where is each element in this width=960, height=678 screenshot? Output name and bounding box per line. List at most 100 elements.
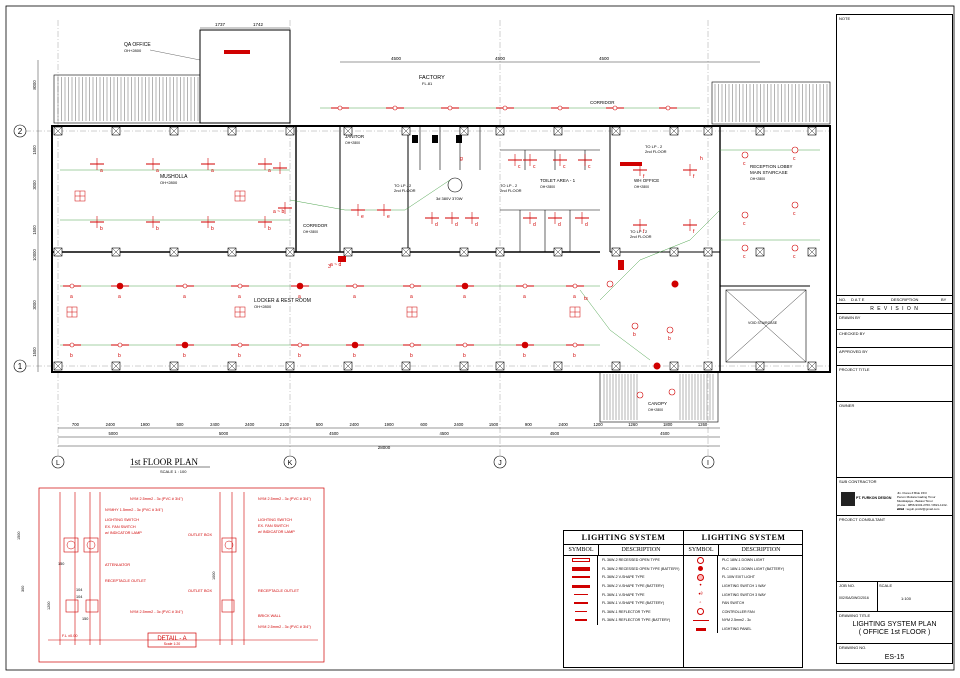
fixture-fl36w-vshape: b <box>90 216 104 232</box>
circuit-tag: c <box>518 164 521 170</box>
legend-symbol <box>564 556 598 565</box>
detail-scale: Scale 1:20 <box>164 642 181 646</box>
fixture-downlight-battery <box>653 362 661 370</box>
grid-label-1: 1 <box>18 362 23 371</box>
legend-col-symbol: SYMBOL <box>684 545 719 555</box>
drawing-no-row: DRAWING NO. ES-15 <box>837 643 952 663</box>
grid-bubble-i <box>701 455 715 469</box>
circuit-tag: a <box>100 168 103 174</box>
detail-label: ATTENUATOR <box>105 563 130 567</box>
fixture-fl36w-vshape: c <box>553 154 567 170</box>
grid-bubble-k <box>283 455 297 469</box>
fixture-fl36w2: a <box>516 283 534 300</box>
detail-label: RECEPTACLE OUTLET <box>258 589 300 593</box>
legend-description: FL 36W-2 RECESSED OPEN TYPE (BATTERY) <box>602 566 680 571</box>
fixture-fl36w-vshape: f <box>683 164 697 180</box>
fixture-fl36w2: a <box>566 283 584 300</box>
legend-symbol: • <box>684 581 718 591</box>
circuit-tag: a <box>523 294 526 300</box>
circuit-tag: e <box>361 214 364 220</box>
legend-description: PLC 18W-1 DOWN LIGHT (BATTERY) <box>722 566 785 571</box>
circuit-tag: c <box>743 161 746 167</box>
rev-no: NO. <box>839 297 847 302</box>
stair-left <box>53 74 201 124</box>
detail-label: NYM 2.5mm2 - 3c (PVC # 3/4") <box>130 610 184 614</box>
legend-row: CONTROLLER FAN <box>684 607 803 617</box>
circuit-tag: a <box>183 294 186 300</box>
legend-col-symbol: SYMBOL <box>564 545 599 555</box>
dim-total: 28000 <box>378 445 391 450</box>
circuit-tag: c <box>793 211 796 217</box>
dim-top: 4500 <box>599 56 610 61</box>
project-consultant: PROJECT CONSULTANT <box>839 517 886 522</box>
detail-dim: 104 <box>76 588 82 592</box>
legend-symbol: •³ <box>684 590 718 599</box>
legend-symbol <box>564 590 598 599</box>
revision-header: NO. D A T E DESCRIPTION BY <box>837 295 952 303</box>
grid-label-i: I <box>707 460 709 467</box>
fixture-downlight <box>636 391 644 399</box>
detail-label: NYM 2.5mm2 - 3c (PVC # 3/4") <box>258 625 312 629</box>
detail-label: w/ INDICATOR LAMP <box>105 531 142 535</box>
fixture-downlight: c <box>791 146 799 162</box>
legend-col-desc: DESCRIPTION <box>741 547 781 553</box>
fixture-fl36w2: a <box>346 283 364 300</box>
grid-bubble-1 <box>13 359 27 373</box>
legend-symbol <box>684 624 718 634</box>
revision: R E V I S I O N <box>837 303 952 313</box>
circuit-tag: b <box>100 226 103 232</box>
job-no: JOB NO. <box>839 583 856 588</box>
legend-symbol <box>684 573 718 582</box>
fixture-fl36w-vshape <box>273 162 287 174</box>
legend-row: FL 36W-2 V-SHAPE TYPE (BATTERY) <box>564 581 683 591</box>
legend-description: LIGHTING SWITCH 3 WAY <box>722 592 766 597</box>
legend-row: •LIGHTING SWITCH 1 WAY <box>684 581 803 591</box>
legend-description: PLC 18W-1 DOWN LIGHT <box>722 558 765 563</box>
fixture-fl36w2: b <box>456 342 474 359</box>
fixture-fl36w2 <box>551 105 569 111</box>
dim-top: 1737 <box>215 22 226 27</box>
grid-bubble-j <box>493 455 507 469</box>
fixture-downlight: c <box>741 244 749 260</box>
job-no-value: 002/SA/DWG/2016 <box>839 596 869 600</box>
grid-label-j: J <box>498 460 502 467</box>
dim-top: 4500 <box>495 56 506 61</box>
dim-bottom: 2400 <box>210 422 220 427</box>
dim-top: 4500 <box>391 56 402 61</box>
fixture-downlight: c <box>791 201 799 217</box>
circuit-tag: c <box>793 254 796 260</box>
detail-label: RECEPTACLE OUTLET <box>105 579 147 583</box>
contractor-name: PT. FURKON DESIGN <box>856 496 892 500</box>
legend-row: FL 10W EXIT LIGHT <box>684 573 803 582</box>
fixture-fl36w2: a <box>176 283 194 300</box>
structural-columns <box>53 126 817 371</box>
room-level: OH+2800 <box>124 48 142 53</box>
scale: SCALE <box>879 583 893 588</box>
dim-bottom: 2400 <box>349 422 359 427</box>
legend-description: FL 36W-1 V-SHAPE TYPE <box>602 592 645 597</box>
circuit-tag: f <box>643 229 645 235</box>
grid-label-k: K <box>288 460 293 467</box>
legend-row: •³ LIGHTING SWITCH 3 WAY <box>684 590 803 599</box>
circuit-tag: ts <box>584 296 588 302</box>
grid-label-l: L <box>56 460 60 467</box>
tb-note: NOTE <box>839 16 851 21</box>
circuit-tag: a <box>353 294 356 300</box>
title-block: NOTE NO. D A T E DESCRIPTION BY R E V I … <box>836 14 953 664</box>
legend-symbol <box>564 564 598 574</box>
fixture-fl36w-vshape: d <box>445 212 459 228</box>
fixture-fl36w2-recessed <box>234 306 246 318</box>
fixture-fl36w2: b <box>111 342 129 359</box>
room-level: FL.81 <box>422 81 433 86</box>
checked-by: CHECKED BY <box>839 331 866 336</box>
scale-value: 1:100 <box>901 596 912 601</box>
circuit-tag: a <box>298 294 301 300</box>
room-level: OH+2800 <box>634 185 649 189</box>
legend-description: FL 36W-2 V-SHAPE TYPE <box>602 575 645 580</box>
legend-description: FL 36W-1 REFLECTOR TYPE (BATTERY) <box>602 618 671 623</box>
legend-title: LIGHTING SYSTEM <box>564 531 683 545</box>
legend-symbol <box>564 598 598 608</box>
legend-description: FAN SWITCH <box>722 601 745 606</box>
fixture-fl36w-vshape: d <box>575 212 589 228</box>
